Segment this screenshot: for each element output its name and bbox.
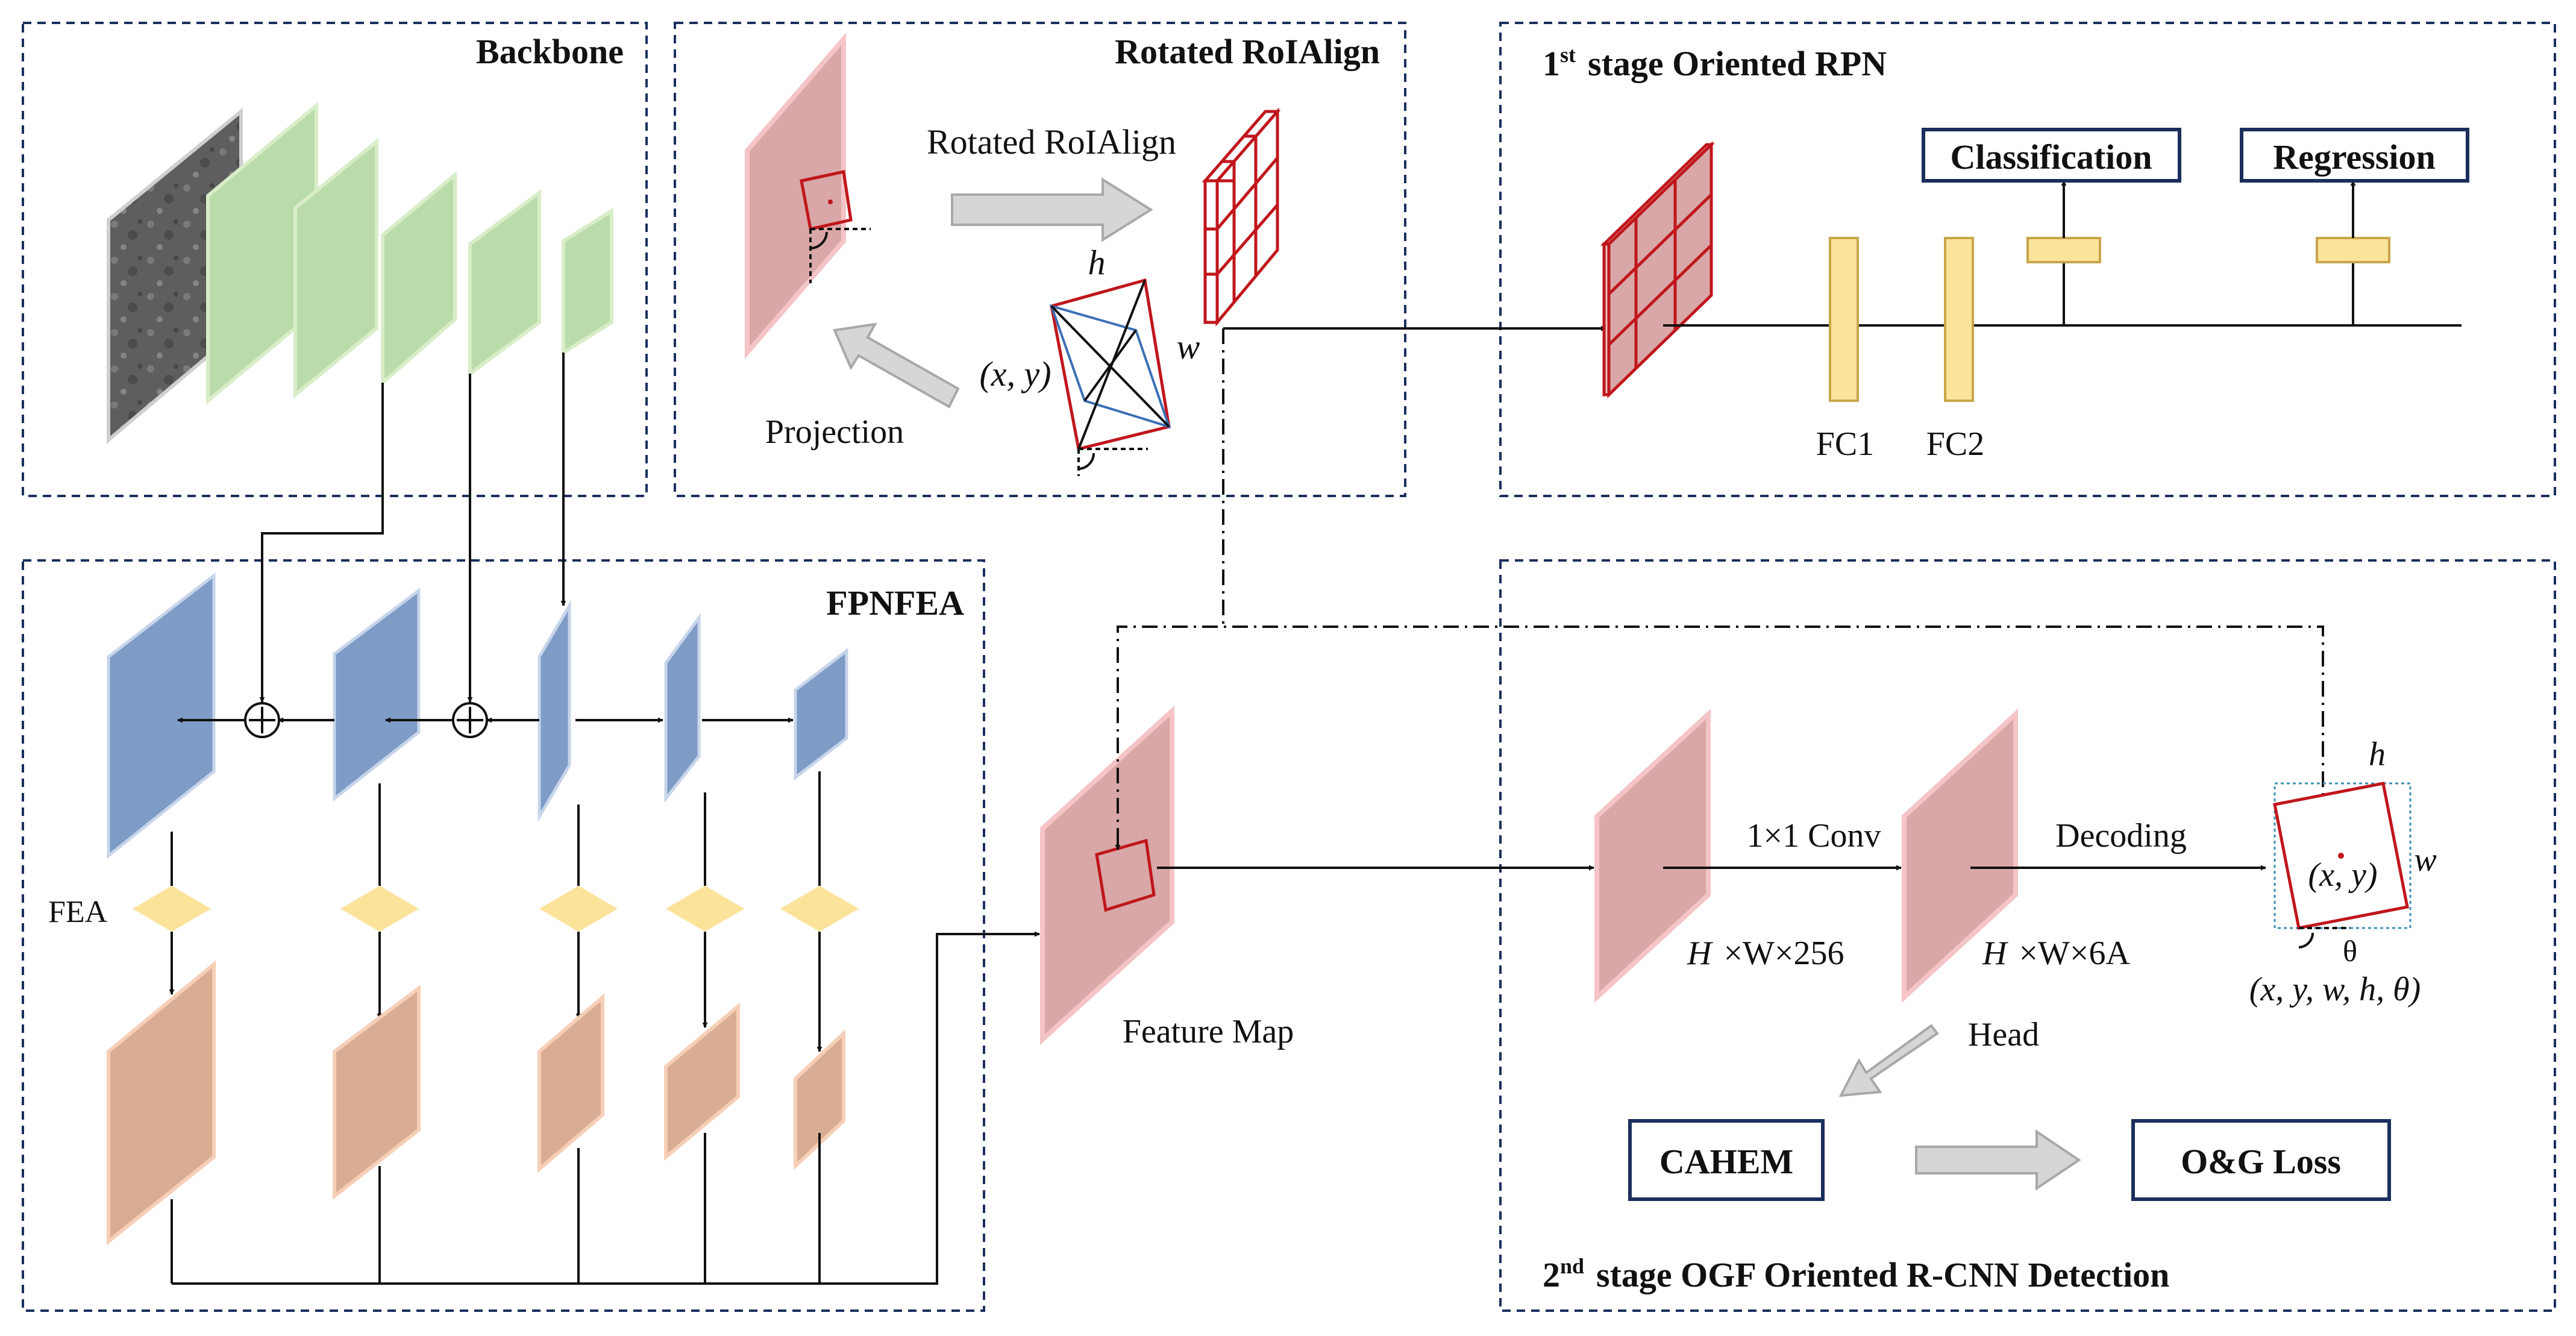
rroi-input-plane <box>745 33 871 359</box>
fc2-bar <box>1944 237 1974 402</box>
cahem-box <box>1628 1119 1825 1201</box>
fea-diamond-1 <box>133 886 211 932</box>
head-map-1-dims: H ×W×256 <box>1687 935 1844 972</box>
backbone-layer-3 <box>381 171 457 387</box>
classification-label: Classification <box>1950 137 2152 177</box>
sum-node-2 <box>452 702 488 738</box>
sum-node-1 <box>244 702 280 738</box>
fea-out-4 <box>664 1002 740 1161</box>
detection-title: 2nd stage OGF Oriented R-CNN Detection <box>1543 1254 2169 1294</box>
reg-head-bar <box>2316 237 2390 263</box>
fea-diamond-2 <box>340 886 419 932</box>
det-title-sup: nd <box>1560 1254 1584 1278</box>
og-loss-box <box>2131 1119 2391 1201</box>
head-map-1 <box>1594 708 1711 1003</box>
det-h-label: h <box>2369 736 2386 773</box>
fea-out-3 <box>537 993 604 1173</box>
fea-out-2 <box>333 985 421 1200</box>
rroi-w-label: w <box>1177 327 1200 366</box>
dims1-var: H <box>1687 935 1713 972</box>
rotated-box-diagram <box>1049 278 1171 476</box>
backbone-layer-5 <box>562 207 613 356</box>
fpn-peach-layers <box>107 960 845 1246</box>
roi-dashdot-routing <box>1117 328 2324 844</box>
fc1-label: FC1 <box>1816 425 1875 463</box>
feature-map-label: Feature Map <box>1123 1013 1294 1050</box>
rroi-h-label: h <box>1088 243 1106 282</box>
cahem-label: CAHEM <box>1659 1142 1793 1181</box>
rpn-title-sup: st <box>1560 43 1576 67</box>
det-title-text: stage OGF Oriented R-CNN Detection <box>1596 1255 2169 1294</box>
conv-label: 1×1 Conv <box>1747 817 1881 855</box>
og-loss-label: O&G Loss <box>2181 1142 2341 1181</box>
rpn-title-text: stage Oriented RPN <box>1588 44 1887 83</box>
detection-panel <box>1499 559 2556 1312</box>
roialign-grid <box>1202 107 1281 327</box>
decoded-box-diagram <box>2273 782 2411 949</box>
fpn-p4-front <box>537 600 571 823</box>
fpn-vertical-arrows <box>169 771 823 1052</box>
projection-arrow <box>833 322 960 409</box>
fpn-output-bus <box>171 931 1040 1285</box>
head-map-2-dims: H ×W×6A <box>1982 935 2130 972</box>
backbone-panel <box>22 22 648 497</box>
backbone-title: Backbone <box>476 32 624 71</box>
head-map-2 <box>1902 708 2018 1003</box>
fpn-p5 <box>664 613 701 803</box>
rroi-xy-label: (x, y) <box>979 354 1051 394</box>
projection-label: Projection <box>765 413 904 451</box>
rpn-title-number: 1 <box>1543 44 1560 83</box>
det-xy-label: (x, y) <box>2308 856 2377 894</box>
backbone-layer-2 <box>293 137 378 399</box>
fpn-blue-layers <box>107 572 848 859</box>
cahem-to-loss-arrow <box>1915 1129 2081 1191</box>
backbone-layer-4 <box>468 189 541 377</box>
dims1-rest: ×W×256 <box>1723 935 1844 972</box>
connector-c3 <box>259 383 384 703</box>
fc2-label: FC2 <box>1926 425 1985 463</box>
fpn-p2 <box>107 572 216 859</box>
backbone-feature-stack <box>107 101 613 444</box>
fea-diamond-3 <box>539 886 618 932</box>
dims2-rest: ×W×6A <box>2019 935 2130 972</box>
dims2-var: H <box>1982 935 2008 972</box>
feature-map <box>1040 705 1174 1046</box>
fea-diamond-4 <box>666 886 744 932</box>
rroi-rotated-box <box>800 169 853 231</box>
backbone-to-fpn-connectors <box>259 353 566 703</box>
head-label: Head <box>1968 1016 2039 1053</box>
det-theta-label: θ <box>2343 934 2357 968</box>
rroi-arrow-label: Rotated RoIAlign <box>927 122 1176 162</box>
feature-map-roi <box>1095 838 1156 912</box>
fpn-p3 <box>333 588 421 802</box>
rotated-roialign-title: Rotated RoIAlign <box>1115 32 1380 71</box>
rpn-title: 1st stage Oriented RPN <box>1543 43 1887 83</box>
head-to-cahem-arrow <box>1838 1024 1939 1097</box>
fea-diamond-5 <box>780 886 859 932</box>
det-title-number: 2 <box>1543 1255 1560 1294</box>
fea-out-1 <box>107 960 216 1246</box>
fpn-p6 <box>794 647 848 781</box>
fc1-bar <box>1829 237 1859 402</box>
det-w-label: w <box>2414 841 2436 879</box>
fea-modules <box>133 886 859 932</box>
rroi-forward-arrow <box>951 177 1153 242</box>
rotated-roialign-panel <box>674 22 1406 497</box>
classification-box <box>1922 128 2181 183</box>
decoding-label: Decoding <box>2055 817 2187 855</box>
fea-out-5 <box>794 1029 845 1170</box>
cls-head-bar <box>2026 237 2101 263</box>
rpn-panel <box>1499 22 2556 497</box>
rpn-grid <box>1600 141 1716 398</box>
fpnfea-title: FPNFEA <box>826 583 964 623</box>
regression-box <box>2240 128 2469 183</box>
feature-map-plane <box>1040 705 1174 1046</box>
fea-label: FEA <box>48 895 108 929</box>
det-params-label: (x, y, w, h, θ) <box>2249 971 2421 1008</box>
fpnfea-panel <box>22 559 985 1312</box>
regression-label: Regression <box>2273 137 2436 177</box>
